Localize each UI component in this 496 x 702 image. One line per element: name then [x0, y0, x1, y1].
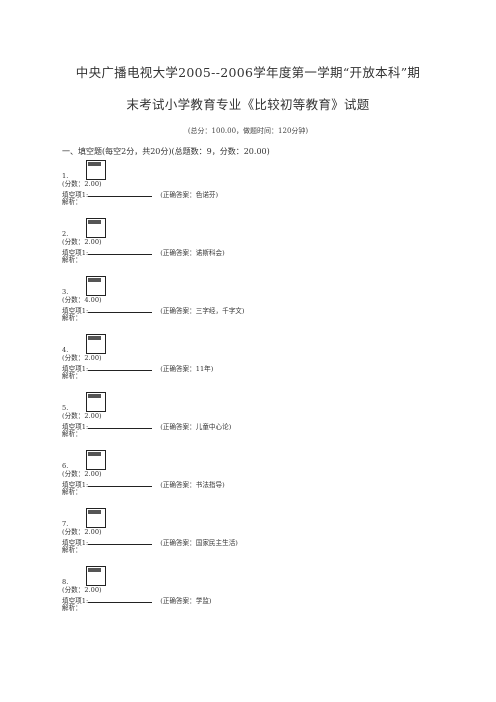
question-image-placeholder — [86, 508, 106, 528]
question-image-placeholder — [86, 276, 106, 296]
question-item: 4. (分数：2.00) 填空项1: (正确答案：11年) 解析： — [62, 334, 482, 381]
correct-answer: (正确答案：儿童中心论) — [160, 423, 232, 431]
fill-row: 填空项1: (正确答案：书法指导) — [62, 479, 482, 489]
answer-blank[interactable] — [88, 537, 153, 545]
answer-blank[interactable] — [88, 363, 153, 371]
question-score: (分数：4.00) — [62, 296, 102, 304]
fill-label: 填空项1: — [62, 191, 89, 199]
correct-answer: (正确答案：诺斯科会) — [160, 249, 225, 257]
fill-row: 填空项1: (正确答案：三字经，千字文) — [62, 305, 482, 315]
fill-label: 填空项1: — [62, 249, 89, 257]
question-score: (分数：2.00) — [62, 470, 102, 478]
answer-blank[interactable] — [88, 421, 153, 429]
question-number: 8. — [62, 578, 69, 586]
fill-label: 填空项1: — [62, 365, 89, 373]
fill-row: 填空项1: (正确答案：色诺芬) — [62, 189, 482, 199]
exam-subtitle: (总分：100.00，做题时间：120分钟) — [187, 127, 309, 135]
question-item: 7. (分数：2.00) 填空项1: (正确答案：国家民主生活) 解析： — [62, 508, 482, 555]
fill-label: 填空项1: — [62, 481, 89, 489]
answer-blank[interactable] — [88, 189, 153, 197]
analysis-label: 解析： — [62, 198, 82, 206]
question-image-placeholder — [86, 160, 106, 180]
correct-answer: (正确答案：学监) — [160, 597, 212, 605]
question-number: 6. — [62, 462, 69, 470]
correct-answer: (正确答案：三字经，千字文) — [160, 307, 245, 315]
question-score: (分数：2.00) — [62, 528, 102, 536]
fill-row: 填空项1: (正确答案：诺斯科会) — [62, 247, 482, 257]
question-image-placeholder — [86, 218, 106, 238]
question-score: (分数：2.00) — [62, 412, 102, 420]
fill-label: 填空项1: — [62, 307, 89, 315]
question-image-placeholder — [86, 566, 106, 586]
analysis-label: 解析： — [62, 488, 82, 496]
answer-blank[interactable] — [88, 479, 153, 487]
exam-title-line-2: 末考试小学教育专业《比较初等教育》试题 — [126, 97, 370, 112]
question-item: 1. (分数：2.00) 填空项1: (正确答案：色诺芬) 解析： — [62, 160, 482, 207]
fill-label: 填空项1: — [62, 423, 89, 431]
question-image-placeholder — [86, 392, 106, 412]
question-score: (分数：2.00) — [62, 180, 102, 188]
analysis-label: 解析： — [62, 430, 82, 438]
question-score: (分数：2.00) — [62, 238, 102, 246]
correct-answer: (正确答案：书法指导) — [160, 481, 225, 489]
question-number: 5. — [62, 404, 69, 412]
fill-label: 填空项1: — [62, 539, 89, 547]
correct-answer: (正确答案：11年) — [160, 365, 214, 373]
question-score: (分数：2.00) — [62, 586, 102, 594]
question-number: 2. — [62, 230, 69, 238]
question-item: 2. (分数：2.00) 填空项1: (正确答案：诺斯科会) 解析： — [62, 218, 482, 265]
question-number: 7. — [62, 520, 69, 528]
analysis-label: 解析： — [62, 256, 82, 264]
fill-row: 填空项1: (正确答案：学监) — [62, 595, 482, 605]
analysis-label: 解析： — [62, 314, 82, 322]
analysis-label: 解析： — [62, 546, 82, 554]
question-image-placeholder — [86, 334, 106, 354]
question-score: (分数：2.00) — [62, 354, 102, 362]
fill-label: 填空项1: — [62, 597, 89, 605]
question-item: 5. (分数：2.00) 填空项1: (正确答案：儿童中心论) 解析： — [62, 392, 482, 439]
answer-blank[interactable] — [88, 595, 153, 603]
fill-row: 填空项1: (正确答案：国家民主生活) — [62, 537, 482, 547]
analysis-label: 解析： — [62, 604, 82, 612]
question-item: 3. (分数：4.00) 填空项1: (正确答案：三字经，千字文) 解析： — [62, 276, 482, 323]
question-number: 4. — [62, 346, 69, 354]
correct-answer: (正确答案：色诺芬) — [160, 191, 219, 199]
question-image-placeholder — [86, 450, 106, 470]
answer-blank[interactable] — [88, 247, 153, 255]
question-number: 1. — [62, 172, 69, 180]
question-item: 6. (分数：2.00) 填空项1: (正确答案：书法指导) 解析： — [62, 450, 482, 497]
question-number: 3. — [62, 288, 69, 296]
exam-title-line-1: 中央广播电视大学2005--2006学年度第一学期“开放本科”期 — [75, 65, 421, 80]
analysis-label: 解析： — [62, 372, 82, 380]
section-heading: 一、填空题(每空2分，共20分)(总题数：9，分数：20.00) — [62, 147, 270, 156]
fill-row: 填空项1: (正确答案：11年) — [62, 363, 482, 373]
answer-blank[interactable] — [88, 305, 153, 313]
correct-answer: (正确答案：国家民主生活) — [160, 539, 238, 547]
fill-row: 填空项1: (正确答案：儿童中心论) — [62, 421, 482, 431]
question-item: 8. (分数：2.00) 填空项1: (正确答案：学监) 解析： — [62, 566, 482, 613]
